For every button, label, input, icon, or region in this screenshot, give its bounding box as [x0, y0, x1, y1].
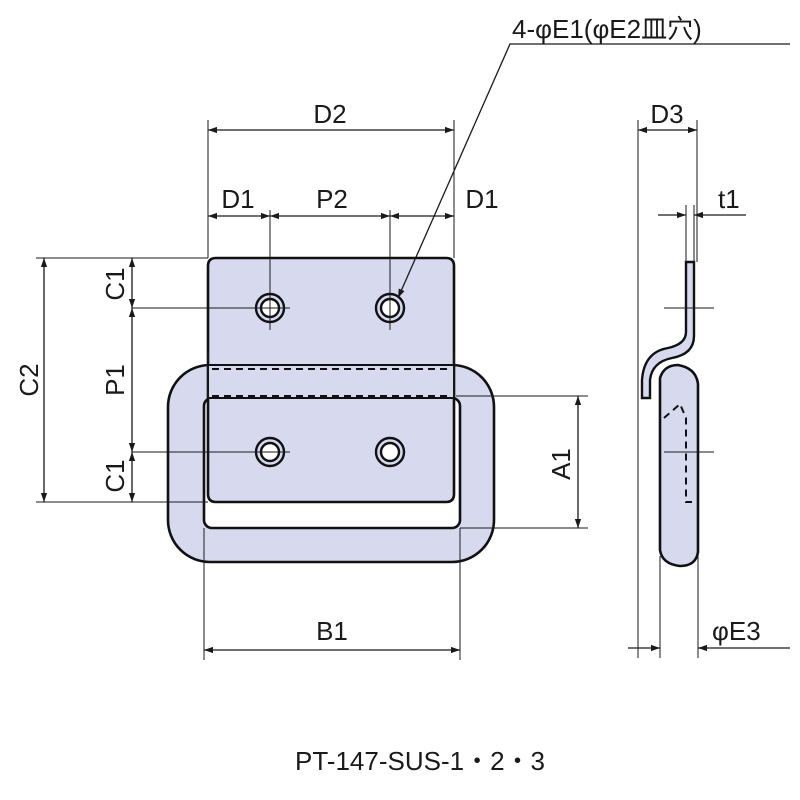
label-p2: P2 [316, 184, 348, 214]
label-t1: t1 [718, 184, 740, 214]
label-p1: P1 [100, 364, 130, 396]
front-view [36, 43, 790, 660]
label-d2: D2 [313, 99, 346, 129]
label-c1-top: C1 [100, 267, 130, 300]
label-c2: C2 [14, 363, 44, 396]
label-a1: A1 [546, 448, 576, 480]
side-flap [658, 363, 700, 568]
label-hole-callout: 4-φE1(φE2皿穴) [512, 14, 702, 44]
label-b1: B1 [316, 616, 348, 646]
hole-leader-line [397, 43, 790, 299]
side-strap [640, 260, 696, 400]
label-d1-right: D1 [465, 184, 498, 214]
side-hidden-strap [663, 402, 692, 503]
label-c1-bottom: C1 [100, 459, 130, 492]
side-view [628, 120, 790, 658]
model-caption: PT-147-SUS-1・2・3 [295, 746, 545, 776]
label-e3: φE3 [712, 616, 761, 646]
label-d1-left: D1 [221, 184, 254, 214]
label-d3: D3 [650, 99, 683, 129]
mounting-hole-bottom-right [374, 436, 406, 468]
